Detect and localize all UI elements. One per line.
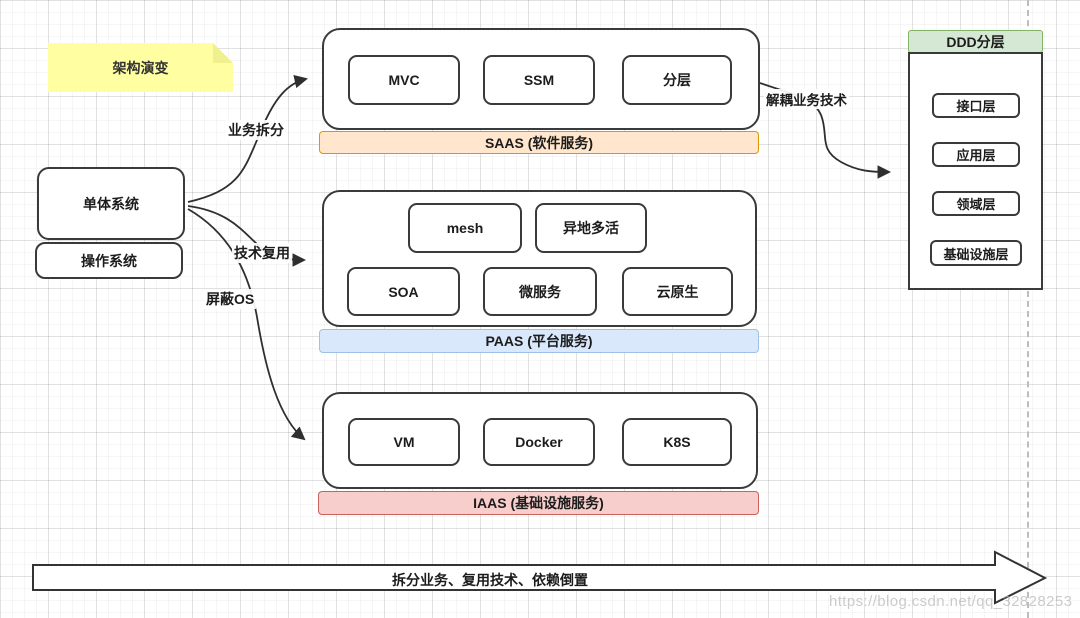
paas-item-mesh: mesh: [408, 203, 522, 253]
monolith-label: 单体系统: [83, 195, 139, 212]
saas-item-mvc-label: MVC: [388, 72, 420, 88]
saas-item-mvc: MVC: [348, 55, 460, 105]
edge-label-decouple: 解耦业务技术: [764, 89, 849, 109]
iaas-item-k8s: K8S: [622, 418, 732, 466]
edge-label-business-split: 业务拆分: [226, 120, 286, 140]
saas-banner: SAAS (软件服务): [319, 131, 759, 154]
bottom-arrow: [32, 550, 1048, 605]
monolith-box: 单体系统: [37, 167, 185, 240]
paas-banner: PAAS (平台服务): [319, 329, 759, 353]
saas-item-ssm-label: SSM: [523, 72, 555, 88]
iaas-item-vm-label: VM: [393, 434, 415, 450]
bottom-arrow-label: 拆分业务、复用技术、依赖倒置: [392, 572, 588, 588]
os-label: 操作系统: [81, 252, 137, 269]
paas-item-multi-active: 异地多活: [535, 203, 647, 253]
ddd-layer-application: 应用层: [932, 142, 1020, 167]
ddd-layer-domain: 领域层: [932, 191, 1020, 216]
page-break-dashed-line: [1027, 0, 1029, 618]
saas-item-ssm: SSM: [483, 55, 595, 105]
sticky-note: 架构演变: [48, 43, 233, 92]
edge-label-shield-os: 屏蔽OS: [204, 289, 257, 309]
paas-item-microservice: 微服务: [483, 267, 597, 316]
paas-item-cloud-native-label: 云原生: [656, 283, 699, 300]
paas-item-cloud-native: 云原生: [622, 267, 733, 316]
paas-item-microservice-label: 微服务: [519, 283, 561, 300]
iaas-item-docker: Docker: [483, 418, 595, 466]
paas-item-soa: SOA: [347, 267, 460, 316]
sticky-note-label: 架构演变: [112, 59, 169, 76]
ddd-header: DDD分层: [908, 30, 1043, 53]
edge-shield-os: [187, 208, 306, 441]
iaas-item-vm: VM: [348, 418, 460, 466]
ddd-layer-infrastructure: 基础设施层: [930, 240, 1022, 266]
paas-item-soa-label: SOA: [388, 283, 419, 300]
iaas-item-k8s-label: K8S: [663, 434, 691, 450]
iaas-banner: IAAS (基础设施服务): [318, 491, 759, 515]
saas-item-layered-label: 分层: [663, 72, 691, 88]
iaas-item-docker-label: Docker: [515, 434, 563, 450]
edge-business-split: [187, 74, 308, 203]
os-box: 操作系统: [35, 242, 183, 279]
paas-item-mesh-label: mesh: [446, 220, 484, 236]
paas-item-multi-active-label: 异地多活: [563, 220, 619, 236]
edge-label-tech-reuse: 技术复用: [232, 243, 292, 263]
ddd-layer-interface: 接口层: [932, 93, 1020, 118]
watermark-text: https://blog.csdn.net/qq_32828253: [829, 593, 1073, 610]
saas-item-layered: 分层: [622, 55, 732, 105]
